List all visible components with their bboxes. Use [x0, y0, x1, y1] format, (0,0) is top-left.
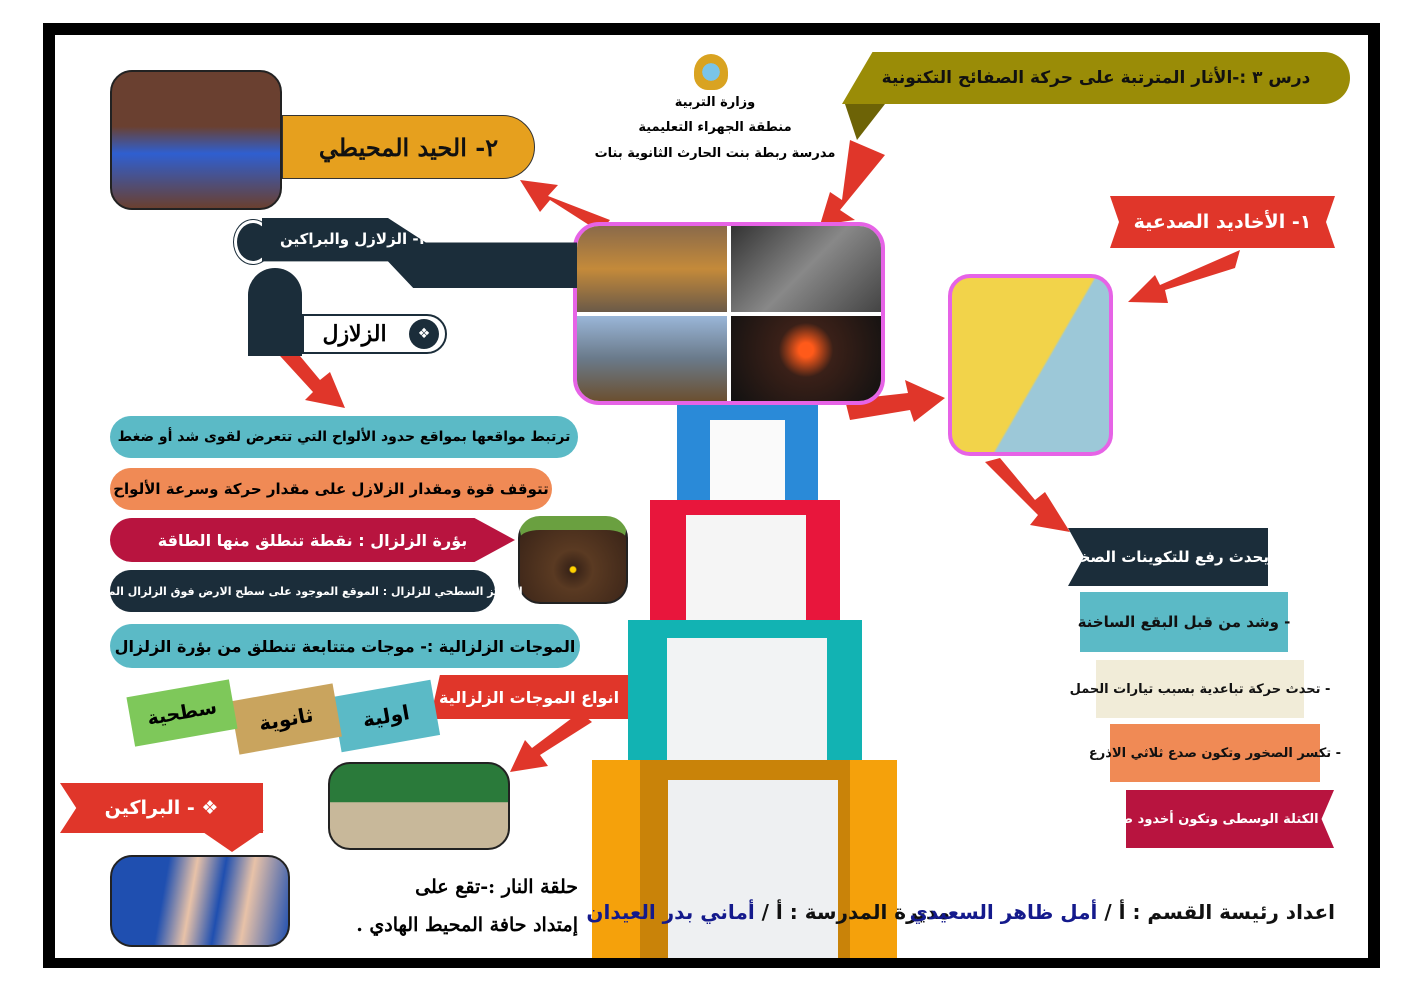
fact-text: ترتبط مواقعها بمواقع حدود الألواح التي ت… — [117, 429, 571, 445]
diamond-bullet-icon: ❖ — [409, 319, 439, 349]
volcanoes-label: ❖ - البراكين — [104, 797, 219, 819]
lesson-title-banner: درس ٣ :-الأثار المترتبة على حركة الصفائح… — [842, 52, 1350, 104]
rift-step-1: - يحدث رفع للتكوينات الصخرية — [1068, 528, 1268, 586]
ring-of-fire-line-2: إمتداد حافة المحيط الهادي . — [356, 914, 578, 936]
earthquakes-heading: ❖ الزلازل — [302, 314, 447, 354]
seismic-waves-image — [328, 762, 510, 850]
fact-pill-4: المركز السطحي للزلزال : الموقع الموجود ع… — [82, 570, 523, 612]
eq-volc-label: ٣- الزلازل والبراكين — [280, 230, 428, 248]
wave-surface-label: سطحية — [145, 696, 219, 730]
wave-secondary-label: ثانوية — [256, 702, 316, 736]
fact-pill-3: بؤرة الزلزال : نقطة تنطلق منها الطاقة — [110, 518, 515, 562]
wave-primary-label: اولية — [360, 700, 412, 732]
rift-map-image — [948, 274, 1113, 456]
rift-step-text: - يحدث رفع للتكوينات الصخرية — [1055, 548, 1281, 566]
fact-pill-5: الموجات الزلزالية :- موجات متتابعة تنطلق… — [110, 624, 580, 668]
center-photo-collage — [573, 222, 885, 405]
rift-step-text: - تحدث حركة تباعدية بسبب تيارات الحمل — [1069, 681, 1331, 697]
lesson-title: درس ٣ :-الأثار المترتبة على حركة الصفائح… — [881, 68, 1311, 88]
collapsed-building-photo — [577, 226, 727, 312]
rift-step-text: - تكسر الصخور وتكون صدع ثلاثي الاذرع — [1088, 745, 1342, 761]
cracked-road-photo — [731, 226, 881, 312]
rift-step-3: - تحدث حركة تباعدية بسبب تيارات الحمل — [1070, 660, 1330, 718]
volcanoes-banner: ❖ - البراكين — [60, 783, 263, 833]
earthquakes-label: الزلازل — [322, 321, 387, 347]
ministry-name: وزارة التربية — [674, 95, 756, 110]
fact-text: تتوقف قوة ومقدار الزلازل على مقدار حركة … — [113, 480, 549, 498]
prepared-label: اعداد رئيسة القسم : أ / — [1097, 900, 1335, 924]
wave-types-label: انواع الموجات الزلزالية — [438, 687, 620, 707]
rift-valley-ribbon: ١- الأخاديد الصدعية — [1110, 196, 1335, 248]
rift-step-2: - وشد من قبل البقع الساخنة — [1077, 592, 1291, 652]
ring-of-fire-line-1: حلقة النار :-تقع على — [415, 876, 578, 898]
principal-credit: مديرة المدرسة : أ / أماني بدر العيدان — [586, 900, 950, 924]
ring-of-fire-map — [110, 855, 290, 947]
kuwait-emblem — [694, 54, 728, 90]
fact-text: المركز السطحي للزلزال : الموقع الموجود ع… — [82, 584, 523, 598]
mountains-photo — [577, 315, 727, 401]
rift-step-5: - هبوط الكتلة الوسطى وتكون أخدود صدعي — [1126, 790, 1334, 848]
prepared-by-credit: اعداد رئيسة القسم : أ / أمل ظاهر السعيدي — [910, 900, 1335, 924]
wave-types-banner: انواع الموجات الزلزالية — [430, 675, 628, 719]
rift-step-text: - هبوط الكتلة الوسطى وتكون أخدود صدعي — [1091, 811, 1369, 827]
ocean-ridge-image — [110, 70, 282, 210]
region-name: منطقة الجهراء التعليمية — [638, 120, 792, 135]
fact-text: بؤرة الزلزال : نقطة تنطلق منها الطاقة — [157, 530, 468, 550]
fact-text: الموجات الزلزالية :- موجات متتابعة تنطلق… — [114, 636, 576, 656]
fact-pill-2: تتوقف قوة ومقدار الزلازل على مقدار حركة … — [110, 468, 552, 510]
ocean-ridge-banner: ٢- الحيد المحيطي — [282, 115, 535, 179]
school-name: مدرسة ربطة بنت الحارث الثانوية بنات — [594, 146, 836, 161]
earthquakes-connector — [248, 268, 302, 356]
principal-name: أماني بدر العيدان — [586, 900, 755, 924]
earthquake-focus-image — [518, 516, 628, 604]
prepared-name: أمل ظاهر السعيدي — [909, 900, 1098, 924]
ocean-ridge-label: ٢- الحيد المحيطي — [318, 132, 499, 162]
fact-pill-1: ترتبط مواقعها بمواقع حدود الألواح التي ت… — [110, 416, 578, 458]
rift-step-text: - وشد من قبل البقع الساخنة — [1077, 613, 1291, 631]
volcano-photo — [731, 315, 881, 401]
rift-step-4: - تكسر الصخور وتكون صدع ثلاثي الاذرع — [1089, 724, 1341, 782]
rift-valley-label: ١- الأخاديد الصدعية — [1133, 211, 1312, 233]
staircase — [592, 405, 897, 958]
principal-label: مديرة المدرسة : أ / — [754, 900, 950, 924]
